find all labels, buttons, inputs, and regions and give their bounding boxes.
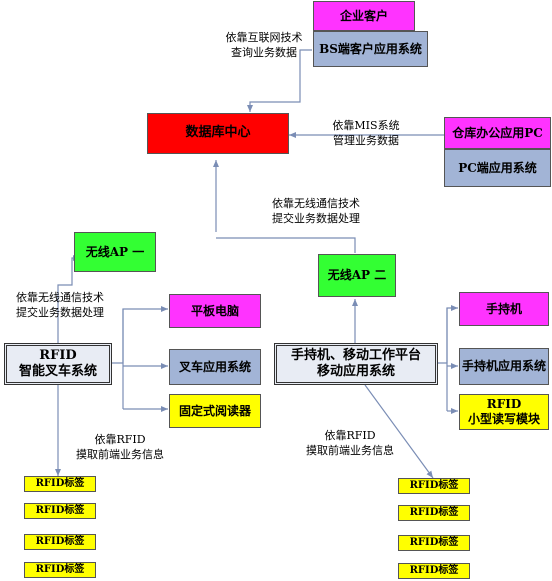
rfid-tag-right-3: RFID标签 [398, 535, 470, 551]
wireless-ap2-box: 无线AP 二 [318, 254, 396, 297]
rfid-tag-left-3: RFID标签 [24, 534, 96, 550]
rfid-tag-left-1: RFID标签 [24, 476, 96, 492]
rfid-forklift-line2: 智能叉车系统 [18, 364, 97, 379]
link-bs-to-database [247, 49, 312, 112]
pc-app-box: PC端应用系统 [444, 149, 551, 187]
bs-client-app-label: BS端客户应用系统 [319, 41, 422, 56]
mis-label: 依靠MIS系统 管理业务数据 [332, 119, 400, 147]
wireless-left-label: 依靠无线通信技术 提交业务数据处理 [16, 291, 104, 319]
wireless-ap2-label: 无线AP 二 [327, 268, 387, 282]
handheld-platform-box: 手持机、移动工作平台 移动应用系统 [274, 343, 438, 385]
rfid-forklift-line1: RFID [39, 347, 77, 363]
tablet-box: 平板电脑 [169, 294, 261, 328]
forklift-app-box: 叉车应用系统 [169, 349, 261, 385]
enterprise-client-label: 企业客户 [339, 8, 388, 23]
rfid-tag-right-1: RFID标签 [398, 478, 470, 494]
pc-app-label: PC端应用系统 [458, 160, 537, 175]
rfid-tag-left-2: RFID标签 [24, 503, 96, 519]
warehouse-pc-label: 仓库办公应用PC [452, 125, 543, 140]
handheld-platform-line2: 移动应用系统 [316, 364, 395, 379]
internet-label: 依靠互联网技术 查询业务数据 [225, 31, 303, 59]
handheld-app-box: 手持机应用系统 [459, 348, 549, 385]
handheld-label: 手持机 [485, 301, 522, 316]
rfid-forklift-box: RFID 智能叉车系统 [4, 343, 112, 385]
small-rw-line2: 小型读写模块 [467, 412, 540, 426]
rfid-tag-right-2: RFID标签 [398, 505, 470, 521]
forklift-app-label: 叉车应用系统 [178, 359, 251, 374]
rfid-right-label: 依靠RFID 摸取前端业务信息 [306, 429, 394, 457]
database-center-box: 数据库中心 [147, 113, 289, 154]
database-center-label: 数据库中心 [185, 125, 251, 141]
rfid-left-label: 依靠RFID 摸取前端业务信息 [76, 433, 164, 461]
handheld-platform-line1: 手持机、移动工作平台 [290, 347, 421, 363]
link-ap2-to-database [216, 237, 356, 253]
small-rw-module-box: RFID 小型读写模块 [459, 394, 549, 430]
handheld-box: 手持机 [459, 292, 549, 326]
bs-client-app-box: BS端客户应用系统 [313, 31, 428, 67]
enterprise-client-box: 企业客户 [313, 1, 415, 31]
rfid-tag-right-4: RFID标签 [398, 563, 470, 579]
warehouse-pc-box: 仓库办公应用PC [444, 117, 551, 149]
wireless-ap1-label: 无线AP 一 [85, 244, 145, 259]
link-forklift-branches [111, 306, 168, 364]
wireless-top-label: 依靠无线通信技术 提交业务数据处理 [272, 197, 360, 225]
fixed-reader-label: 固定式阅读器 [178, 403, 251, 418]
rfid-tag-left-4: RFID标签 [24, 562, 96, 578]
wireless-ap1-box: 无线AP 一 [74, 232, 156, 272]
tablet-label: 平板电脑 [190, 303, 239, 318]
handheld-app-label: 手持机应用系统 [461, 359, 546, 373]
fixed-reader-box: 固定式阅读器 [169, 394, 261, 428]
link-platform-to-tags [364, 384, 434, 479]
small-rw-line1: RFID [486, 397, 522, 411]
